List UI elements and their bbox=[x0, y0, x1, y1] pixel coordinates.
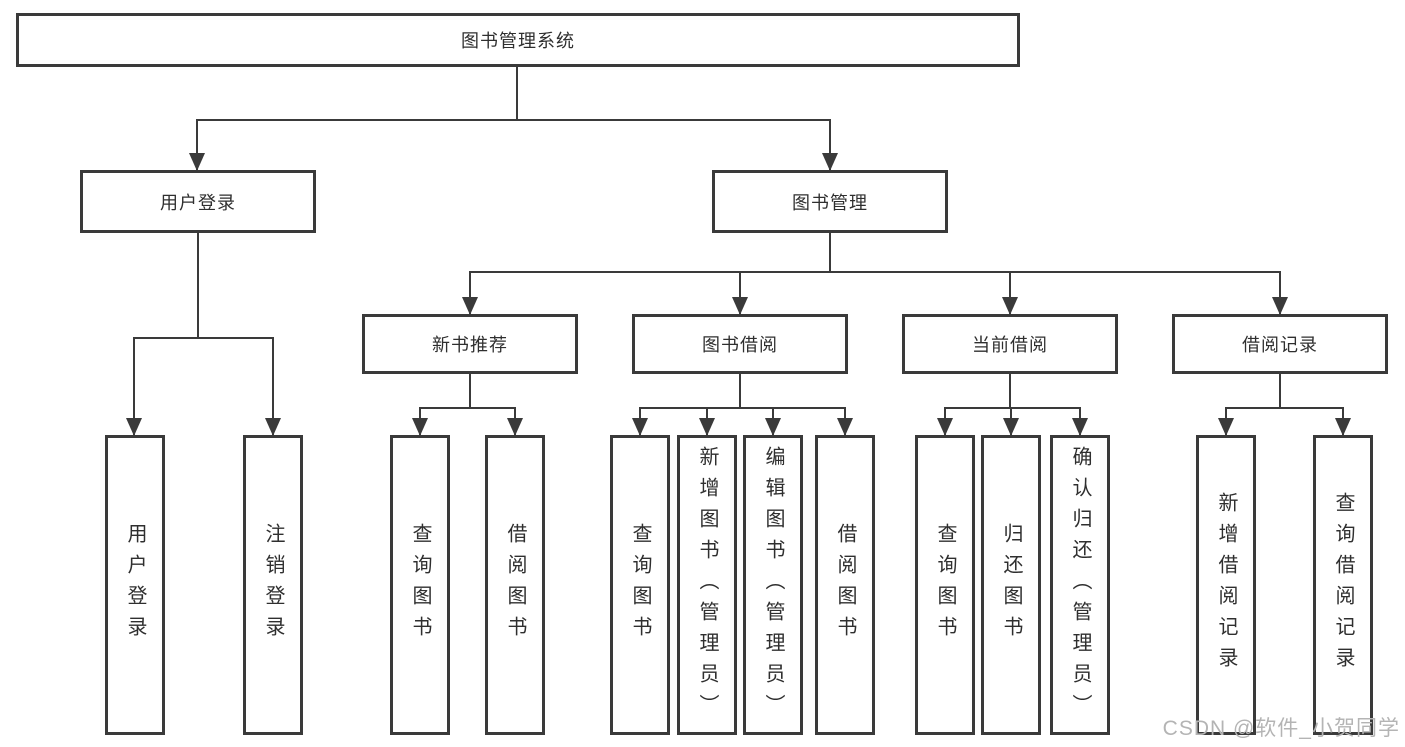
node-leaf-add-books-admin: 新增图书（管理员） bbox=[677, 435, 737, 735]
node-leaf-query-borrow-record-label: 查询借阅记录 bbox=[1332, 492, 1354, 678]
node-leaf-borrow-books-2: 借阅图书 bbox=[815, 435, 875, 735]
node-leaf-query-borrow-record: 查询借阅记录 bbox=[1313, 435, 1373, 735]
node-leaf-query-books-3: 查询图书 bbox=[915, 435, 975, 735]
node-leaf-edit-books-admin: 编辑图书（管理员） bbox=[743, 435, 803, 735]
node-book-management: 图书管理 bbox=[712, 170, 948, 233]
node-leaf-user-login-label: 用户登录 bbox=[124, 523, 146, 647]
node-leaf-return-books: 归还图书 bbox=[981, 435, 1041, 735]
node-current-borrowing-label: 当前借阅 bbox=[972, 335, 1048, 355]
node-borrowing-records-label: 借阅记录 bbox=[1242, 335, 1318, 355]
node-leaf-add-borrow-record: 新增借阅记录 bbox=[1196, 435, 1256, 735]
node-leaf-query-books-2: 查询图书 bbox=[610, 435, 670, 735]
node-leaf-query-books-1: 查询图书 bbox=[390, 435, 450, 735]
node-leaf-confirm-return-admin: 确认归还（管理员） bbox=[1050, 435, 1110, 735]
node-book-management-label: 图书管理 bbox=[792, 192, 868, 213]
node-book-borrowing-label: 图书借阅 bbox=[702, 335, 778, 355]
node-leaf-logout-label: 注销登录 bbox=[262, 523, 284, 647]
node-leaf-borrow-books-2-label: 借阅图书 bbox=[834, 523, 856, 647]
node-current-borrowing: 当前借阅 bbox=[902, 314, 1118, 374]
node-leaf-logout: 注销登录 bbox=[243, 435, 303, 735]
node-root: 图书管理系统 bbox=[16, 13, 1020, 67]
node-leaf-add-borrow-record-label: 新增借阅记录 bbox=[1215, 492, 1237, 678]
node-leaf-query-books-3-label: 查询图书 bbox=[934, 523, 956, 647]
node-new-book-recommendation: 新书推荐 bbox=[362, 314, 578, 374]
node-root-label: 图书管理系统 bbox=[461, 31, 575, 51]
node-leaf-query-books-1-label: 查询图书 bbox=[409, 523, 431, 647]
node-user-login-label: 用户登录 bbox=[160, 192, 236, 213]
node-leaf-confirm-return-admin-label: 确认归还（管理员） bbox=[1069, 445, 1091, 725]
node-book-borrowing: 图书借阅 bbox=[632, 314, 848, 374]
node-leaf-edit-books-admin-label: 编辑图书（管理员） bbox=[762, 445, 784, 725]
node-leaf-borrow-books-1: 借阅图书 bbox=[485, 435, 545, 735]
node-leaf-return-books-label: 归还图书 bbox=[1000, 523, 1022, 647]
node-leaf-user-login: 用户登录 bbox=[105, 435, 165, 735]
node-leaf-query-books-2-label: 查询图书 bbox=[629, 523, 651, 647]
node-borrowing-records: 借阅记录 bbox=[1172, 314, 1388, 374]
node-leaf-add-books-admin-label: 新增图书（管理员） bbox=[696, 445, 718, 725]
node-new-book-recommendation-label: 新书推荐 bbox=[432, 335, 508, 355]
node-leaf-borrow-books-1-label: 借阅图书 bbox=[504, 523, 526, 647]
node-user-login: 用户登录 bbox=[80, 170, 316, 233]
csdn-watermark: CSDN @软件_小贺同学 bbox=[1162, 717, 1400, 740]
